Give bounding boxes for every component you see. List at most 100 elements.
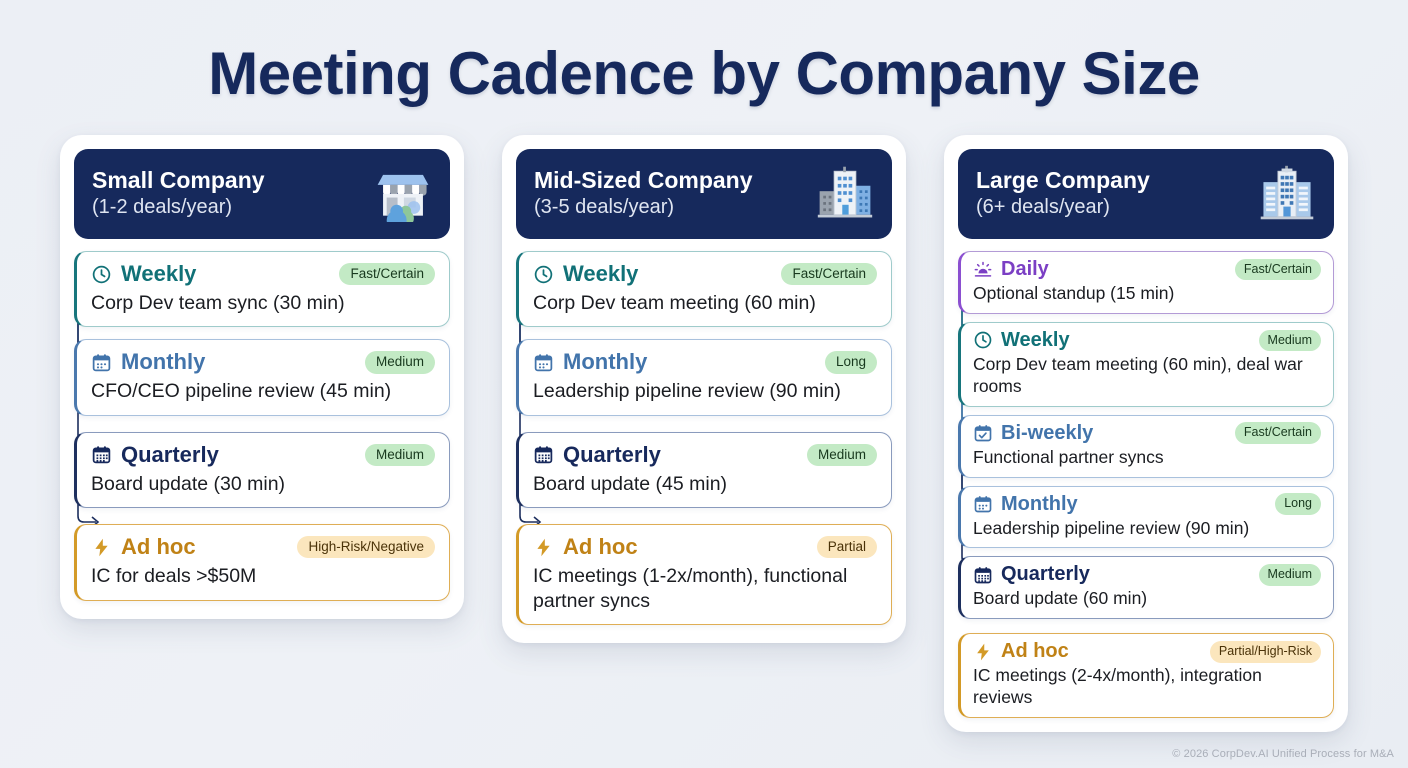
row-frequency-label: Bi-weekly — [973, 422, 1093, 445]
cadence-row: Weekly Fast/Certain Corp Dev team meetin… — [516, 251, 892, 328]
row-header: Weekly Fast/Certain — [91, 261, 435, 287]
row-description: Corp Dev team sync (30 min) — [91, 292, 345, 314]
row-header: Ad hoc Partial — [533, 534, 877, 560]
status-badge: Long — [1275, 493, 1321, 515]
card-rows: Weekly Fast/Certain Corp Dev team meetin… — [516, 251, 892, 625]
row-frequency-label: Ad hoc — [973, 640, 1069, 663]
status-badge: High-Risk/Negative — [297, 535, 435, 559]
status-badge: Partial — [816, 535, 877, 559]
row-frequency-text: Quarterly — [121, 441, 219, 467]
company-card-large: Large Company (6+ deals/year) — [944, 135, 1348, 732]
status-badge: Fast/Certain — [339, 262, 435, 286]
row-frequency-label: Daily — [973, 258, 1049, 281]
card-subtitle: (3-5 deals/year) — [534, 195, 675, 218]
row-header: Monthly Long — [973, 493, 1321, 516]
cadence-row: Quarterly Medium Board update (30 min) — [74, 431, 450, 509]
row-header: Daily Fast/Certain — [973, 258, 1321, 281]
card-header-text: Mid-Sized Company (3-5 deals/year) — [534, 167, 753, 219]
row-frequency-text: Bi-weekly — [1001, 421, 1094, 444]
row-description: Board update (45 min) — [533, 472, 728, 495]
status-badge: Medium — [806, 443, 877, 466]
calendar-grid-icon — [91, 444, 112, 465]
row-header: Quarterly Medium — [91, 442, 435, 468]
row-header: Ad hoc High-Risk/Negative — [91, 534, 435, 560]
clock-icon — [973, 330, 993, 350]
card-header-text: Small Company (1-2 deals/year) — [92, 167, 265, 219]
calendar-dots-icon — [973, 494, 993, 514]
row-frequency-text: Quarterly — [1001, 563, 1090, 586]
row-frequency-text: Ad hoc — [121, 534, 196, 560]
row-description: Optional standup (15 min) — [973, 283, 1175, 303]
cadence-row: Weekly Medium Corp Dev team meeting (60 … — [958, 321, 1334, 407]
page-title: Meeting Cadence by Company Size — [208, 40, 1200, 107]
card-rows: Daily Fast/Certain Optional standup (15 … — [958, 251, 1334, 718]
row-header: Monthly Long — [533, 349, 877, 375]
copyright-footer: © 2026 CorpDev.AI Unified Process for M&… — [1172, 748, 1394, 760]
calendar-dots-icon — [91, 352, 112, 373]
status-badge: Partial/High-Risk — [1209, 641, 1321, 663]
row-header: Ad hoc Partial/High-Risk — [973, 640, 1321, 663]
cadence-row: Bi-weekly Fast/Certain Functional partne… — [958, 414, 1334, 478]
company-card-mid-sized: Mid-Sized Company (3-5 deals/year) — [502, 135, 906, 643]
status-badge: Fast/Certain — [781, 262, 877, 286]
row-header: Quarterly Medium — [973, 563, 1321, 586]
calendar-grid-icon — [533, 444, 554, 465]
row-frequency-label: Quarterly — [91, 442, 219, 468]
cadence-row: Ad hoc Partial IC meetings (1-2x/month),… — [516, 524, 892, 625]
status-badge: Medium — [1258, 564, 1321, 586]
cadence-row: Monthly Medium CFO/CEO pipeline review (… — [74, 339, 450, 416]
storefront-icon — [372, 162, 434, 224]
row-description: Board update (60 min) — [973, 588, 1148, 609]
row-frequency-label: Ad hoc — [533, 534, 638, 560]
row-description: IC meetings (1-2x/month), functional par… — [533, 565, 848, 612]
cadence-row: Daily Fast/Certain Optional standup (15 … — [958, 251, 1334, 314]
card-header: Small Company (1-2 deals/year) — [74, 149, 450, 239]
row-frequency-text: Monthly — [563, 349, 648, 375]
calendar-grid-icon — [973, 565, 993, 585]
calendar-check-icon — [973, 423, 993, 443]
calendar-dots-icon — [533, 352, 554, 373]
status-badge: Fast/Certain — [1234, 258, 1321, 281]
clock-icon — [533, 264, 554, 285]
row-frequency-text: Monthly — [121, 349, 206, 375]
cadence-row: Weekly Fast/Certain Corp Dev team sync (… — [74, 251, 450, 328]
lightning-bolt-icon — [973, 642, 993, 662]
sunrise-icon — [973, 260, 993, 280]
row-header: Weekly Fast/Certain — [533, 261, 877, 287]
row-frequency-label: Quarterly — [973, 563, 1090, 586]
status-badge: Long — [824, 351, 877, 374]
row-frequency-text: Quarterly — [563, 441, 661, 467]
cadence-row: Monthly Long Leadership pipeline review … — [958, 485, 1334, 549]
cadence-row: Ad hoc High-Risk/Negative IC for deals >… — [74, 524, 450, 601]
clock-icon — [91, 264, 112, 285]
row-frequency-text: Monthly — [1001, 492, 1078, 515]
card-title: Large Company — [976, 166, 1150, 193]
row-frequency-text: Weekly — [563, 261, 639, 286]
row-header: Monthly Medium — [91, 349, 435, 375]
company-card-small: Small Company (1-2 deals/year) — [60, 135, 464, 619]
cadence-row: Quarterly Medium Board update (45 min) — [516, 431, 892, 509]
row-frequency-text: Ad hoc — [1001, 640, 1069, 663]
row-description: Leadership pipeline review (90 min) — [533, 380, 841, 403]
row-frequency-label: Quarterly — [533, 442, 661, 468]
lightning-bolt-icon — [91, 537, 112, 558]
row-description: Functional partner syncs — [973, 446, 1164, 467]
status-badge: Medium — [364, 351, 435, 374]
card-subtitle: (6+ deals/year) — [976, 195, 1110, 218]
office-buildings-icon — [814, 162, 876, 224]
card-header: Large Company (6+ deals/year) — [958, 149, 1334, 239]
row-frequency-label: Ad hoc — [91, 534, 196, 560]
row-frequency-label: Monthly — [973, 493, 1078, 516]
row-frequency-text: Weekly — [121, 261, 197, 286]
card-rows: Weekly Fast/Certain Corp Dev team sync (… — [74, 251, 450, 601]
row-header: Bi-weekly Fast/Certain — [973, 422, 1321, 445]
row-frequency-text: Daily — [1001, 258, 1049, 280]
card-title: Small Company — [92, 166, 265, 193]
card-subtitle: (1-2 deals/year) — [92, 195, 233, 218]
status-badge: Medium — [1258, 329, 1321, 352]
row-frequency-label: Weekly — [91, 261, 196, 287]
row-header: Weekly Medium — [973, 329, 1321, 352]
cards-board: Small Company (1-2 deals/year) — [0, 105, 1408, 732]
row-description: Corp Dev team meeting (60 min), deal war… — [973, 353, 1303, 396]
row-frequency-label: Weekly — [973, 329, 1070, 352]
